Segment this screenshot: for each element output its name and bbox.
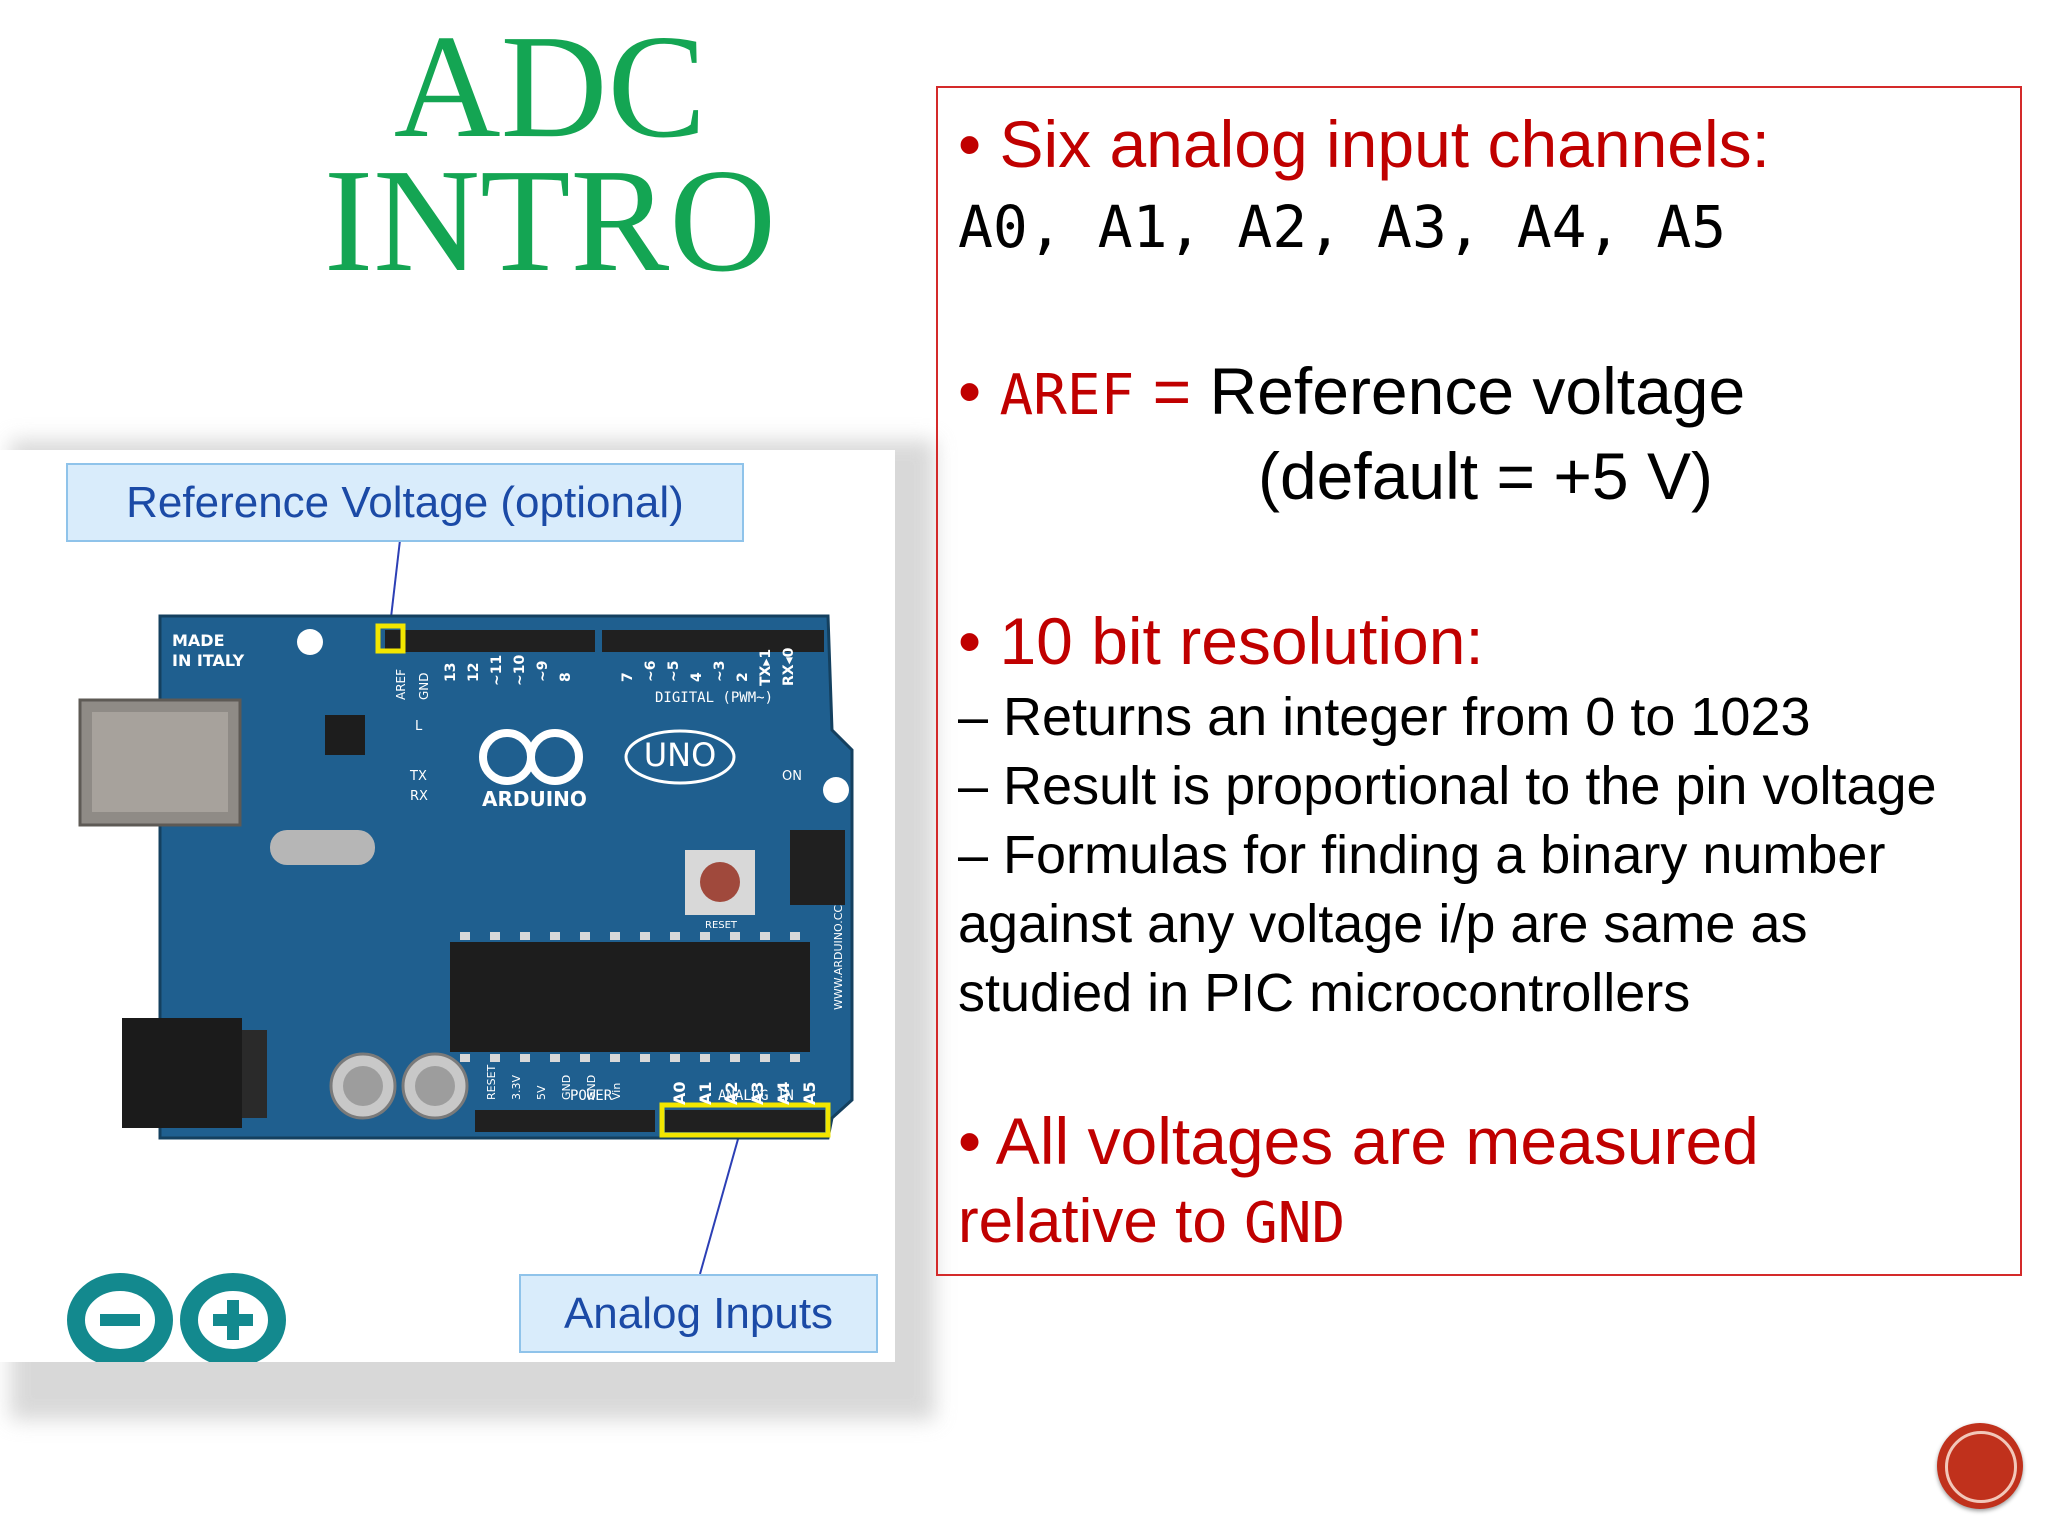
title-line-1: ADC — [393, 5, 707, 169]
power-jack — [122, 1018, 242, 1128]
digital-pin-label: 4 — [689, 672, 705, 682]
ref-leader-line — [389, 539, 401, 627]
digital-pin-label: 12 — [466, 663, 482, 682]
power-header — [475, 1110, 655, 1132]
digital-pin-label: 7 — [620, 672, 636, 682]
resolution-sub-3-cont-1: against any voltage i/p are same as — [958, 894, 1808, 954]
digital-pin-label: ~11 — [489, 655, 505, 686]
tx-label-text: TX — [409, 769, 427, 784]
power-pin-label: GND — [585, 1075, 598, 1100]
analog-header — [665, 1110, 825, 1132]
bullet-aref-marker: • — [958, 354, 1000, 428]
gnd-code: GND — [1244, 1191, 1346, 1256]
digital-pin-label: ~9 — [535, 661, 551, 682]
arduino-logo-icon — [67, 1273, 286, 1362]
title-line-2: INTRO — [323, 139, 777, 303]
slide-title: ADC INTRO — [300, 5, 800, 303]
digital-pin-label: 8 — [558, 672, 574, 682]
info-box: • Six analog input channels: A0, A1, A2,… — [936, 86, 2022, 1276]
digital-pin-label: ~6 — [643, 661, 659, 682]
resolution-sub-3: – Formulas for finding a binary number — [958, 825, 1886, 885]
gnd-reference-line: relative to GND — [958, 1186, 1345, 1257]
analog-pin-label: A4 — [774, 1081, 793, 1105]
made-in-text: MADE — [172, 631, 225, 650]
digital-pin-label: 13 — [443, 663, 459, 682]
bullet-resolution: • 10 bit resolution: — [958, 604, 1484, 678]
digital-pin-label: RX◂0 — [781, 647, 797, 686]
analog-pin-label: A2 — [722, 1081, 741, 1105]
aref-description: Reference voltage — [1209, 354, 1746, 428]
digital-pin-label: ~10 — [512, 655, 528, 686]
digital-pin-labels: 13 12 ~11 ~10 ~9 8 7 ~6 ~5 4 ~3 2 TX▸1 R… — [443, 647, 797, 686]
model-text: UNO — [644, 736, 717, 774]
mounting-hole-2 — [823, 777, 849, 803]
resolution-sub-3-cont-2: studied in PIC microcontrollers — [958, 963, 1691, 1023]
arduino-figure: MADE IN ITALY ARDUINO UNO DIGITAL (PWM~)… — [0, 450, 895, 1362]
digital-label-text: DIGITAL (PWM~) — [655, 690, 773, 706]
power-pin-label: GND — [560, 1075, 573, 1100]
aref-label-text: AREF — [394, 669, 408, 700]
resolution-sub-2: – Result is proportional to the pin volt… — [958, 756, 1937, 816]
power-pin-label: 3.3V — [510, 1075, 523, 1100]
power-pin-label: Vin — [610, 1083, 623, 1100]
analog-pin-label: A5 — [800, 1081, 819, 1105]
crystal — [270, 830, 375, 865]
aref-code: AREF — [999, 363, 1135, 428]
power-pin-labels: RESET 3.3V 5V GND GND Vin — [485, 1064, 623, 1100]
gnd-reference-text: relative to — [958, 1187, 1245, 1256]
resolution-sub-1: – Returns an integer from 0 to 1023 — [958, 687, 1811, 747]
analog-label-text: ANALOG IN — [718, 1088, 794, 1104]
digital-pin-label: ~3 — [712, 661, 728, 682]
gnd-label-text: GND — [417, 672, 431, 700]
atmega-chip — [450, 942, 810, 1052]
reset-label-text: RESET — [705, 920, 738, 931]
digital-pin-label: TX▸1 — [758, 649, 774, 686]
made-in-text-2: IN ITALY — [172, 651, 245, 670]
digital-header-2 — [602, 630, 824, 652]
bullet-analog-channels: • Six analog input channels: — [958, 107, 1770, 181]
analog-highlight — [659, 1102, 831, 1138]
analog-leader-line — [699, 1131, 741, 1275]
analog-pin-label: A0 — [670, 1081, 689, 1105]
aref-highlight — [375, 623, 406, 654]
url-label-text: WWW.ARDUINO.CC — [832, 905, 845, 1010]
analog-inputs-callout: Analog Inputs — [519, 1274, 878, 1353]
power-pin-label: RESET — [485, 1064, 498, 1100]
usb-chip — [325, 715, 365, 755]
mounting-hole-1 — [297, 629, 323, 655]
analog-pin-label: A3 — [748, 1081, 767, 1105]
analog-pin-label: A1 — [696, 1081, 715, 1105]
on-label-text: ON — [782, 769, 802, 784]
digital-pin-label: ~5 — [666, 661, 682, 682]
digital-header-1 — [385, 630, 595, 652]
icsp-header — [790, 830, 845, 905]
l-label-text: L — [415, 719, 423, 734]
power-pin-label: 5V — [535, 1085, 548, 1100]
digital-pin-label: 2 — [735, 672, 751, 682]
analog-channel-list: A0, A1, A2, A3, A4, A5 — [958, 193, 1727, 261]
reference-voltage-callout: Reference Voltage (optional) — [66, 463, 744, 542]
rx-label-text: RX — [410, 789, 428, 804]
power-label-text: POWER — [570, 1088, 613, 1104]
aref-default: (default = +5 V) — [1258, 439, 1713, 513]
bullet-gnd-reference: • All voltages are measured — [958, 1104, 1759, 1178]
next-slide-icon[interactable] — [1937, 1423, 2023, 1509]
arduino-board-illustration: MADE IN ITALY ARDUINO UNO DIGITAL (PWM~)… — [67, 539, 854, 1362]
brand-text: ARDUINO — [482, 787, 587, 811]
bullet-aref: • AREF = Reference voltage — [958, 353, 1745, 429]
aref-equals: = — [1134, 354, 1210, 428]
analog-pin-labels: A0 A1 A2 A3 A4 A5 — [670, 1081, 819, 1105]
